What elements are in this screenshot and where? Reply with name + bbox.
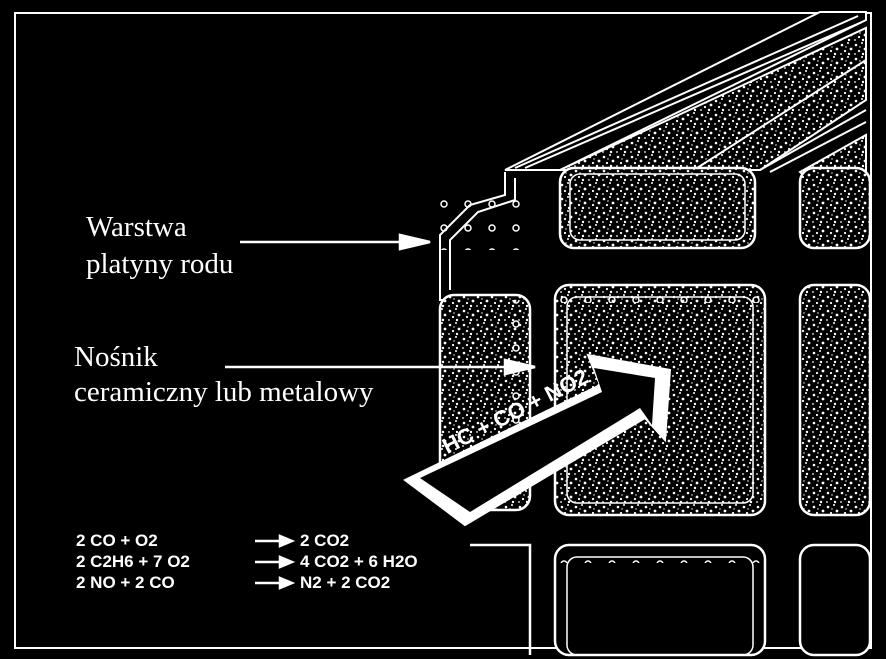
channel-bottom-left <box>470 543 532 655</box>
honeycomb-top-face <box>504 11 867 231</box>
reaction-1-rhs: 2 CO2 <box>300 531 350 550</box>
substrate-label-line1: Nośnik <box>74 341 158 373</box>
reaction-1-lhs: 2 CO + O2 <box>76 531 158 550</box>
platinum-rhodium-layer <box>439 172 520 301</box>
coating-label-line2: platyny rodu <box>86 248 234 280</box>
coating-label-line1: Warstwa <box>86 211 187 243</box>
substrate-pointer-arrow <box>225 358 536 376</box>
channel-bottom-right <box>798 543 872 657</box>
channel-bottom-center <box>553 543 767 657</box>
channel-top-left <box>558 166 757 250</box>
gas-flow-arrow <box>403 353 672 527</box>
channel-middle-right <box>798 283 872 517</box>
substrate-label-line2: ceramiczny lub metalowy <box>74 376 374 408</box>
reaction-3-rhs: N2 + 2 CO2 <box>300 573 391 592</box>
reaction-3-lhs: 2 NO + 2 CO <box>76 573 175 592</box>
channel-top-right <box>798 166 872 250</box>
reaction-2-rhs: 4 CO2 + 6 H2O <box>300 552 418 571</box>
coating-pointer-arrow <box>240 233 431 251</box>
reaction-2-lhs: 2 C2H6 + 7 O2 <box>76 552 190 571</box>
reaction-arrows <box>255 534 296 590</box>
